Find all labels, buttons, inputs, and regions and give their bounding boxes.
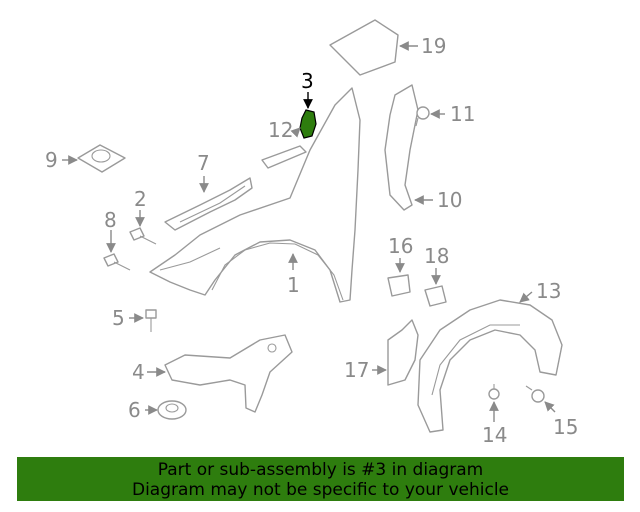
callout-7: 7	[197, 151, 210, 175]
callout-12: 12	[268, 118, 293, 142]
callout-3: 3	[301, 69, 314, 93]
callout-1: 1	[287, 273, 300, 297]
clip-part-18[interactable]	[424, 285, 447, 307]
bolt-part-8[interactable]	[103, 253, 131, 271]
bracket-part-4[interactable]	[164, 334, 293, 413]
bolt-part-2[interactable]	[129, 227, 157, 245]
wheel-liner-part-13[interactable]	[417, 299, 563, 433]
bracket-part-7[interactable]	[164, 177, 253, 231]
info-banner: Part or sub-assembly is #3 in diagram Di…	[17, 457, 624, 501]
cover-part-19[interactable]	[329, 19, 399, 76]
callout-labels: 1 2 3 4 5 6 7 8 9 10 11 12 13 14 15 16 1…	[45, 34, 578, 447]
clip-part-11[interactable]	[415, 106, 430, 127]
callout-17: 17	[344, 358, 369, 382]
callout-2: 2	[134, 187, 147, 211]
callout-15: 15	[553, 415, 578, 439]
callout-8: 8	[104, 208, 117, 232]
callout-6: 6	[128, 398, 141, 422]
banner-line-1: Part or sub-assembly is #3 in diagram	[157, 460, 484, 480]
fender-part-1[interactable]	[149, 87, 361, 303]
bracket-part-3-highlighted[interactable]	[299, 109, 317, 139]
callout-11: 11	[450, 102, 475, 126]
callout-19: 19	[421, 34, 446, 58]
grommet-part-6[interactable]	[157, 400, 187, 420]
callout-9: 9	[45, 148, 58, 172]
pad-part-9[interactable]	[77, 144, 126, 173]
callout-16: 16	[388, 234, 413, 258]
callout-14: 14	[482, 423, 507, 447]
callout-4: 4	[132, 360, 145, 384]
callout-10: 10	[437, 188, 462, 212]
banner-line-2: Diagram may not be specific to your vehi…	[131, 480, 509, 500]
bracket-part-10[interactable]	[384, 84, 419, 211]
parts-diagram: 1 2 3 4 5 6 7 8 9 10 11 12 13 14 15 16 1…	[45, 19, 578, 447]
callout-18: 18	[424, 244, 449, 268]
fastener-part-14[interactable]	[488, 384, 500, 400]
splash-part-17[interactable]	[387, 319, 419, 386]
screw-part-5[interactable]	[145, 309, 157, 332]
callout-13: 13	[536, 279, 561, 303]
strip-part-12[interactable]	[261, 145, 307, 169]
callout-5: 5	[112, 306, 125, 330]
leader-lines	[62, 41, 556, 422]
clip-part-16[interactable]	[387, 274, 411, 297]
fastener-part-15[interactable]	[525, 385, 545, 403]
